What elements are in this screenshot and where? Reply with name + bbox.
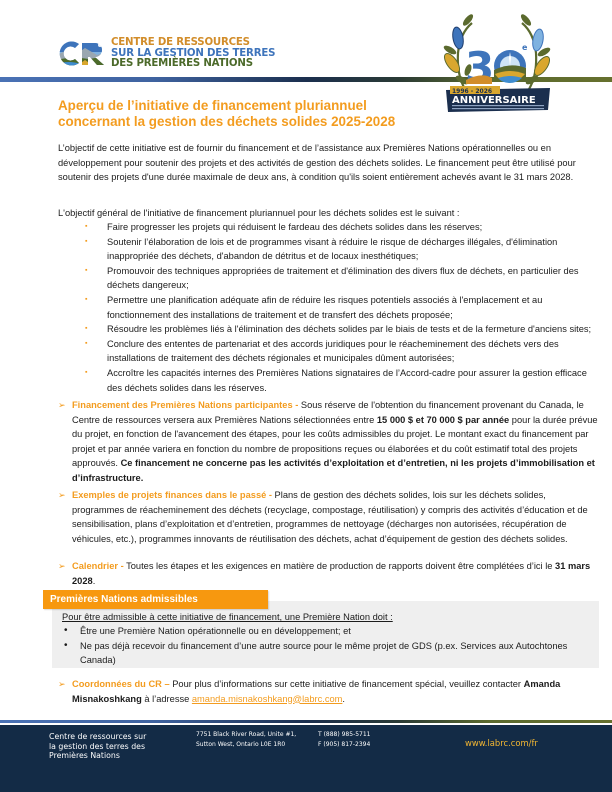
svg-text:e: e [522, 43, 528, 52]
goal-item: Permettre une planification adéquate afi… [79, 293, 599, 322]
examples-heading: Exemples de projets finances dans le pas… [72, 490, 272, 500]
svg-text:3: 3 [465, 43, 494, 92]
calendar-date: 31 mars 2028 [72, 561, 591, 586]
contact-section: ➢ Coordonnées du CR – Pour plus d’inform… [58, 677, 598, 706]
logo-line-2: SUR LA GESTION DES TERRES [111, 47, 276, 59]
funding-section: ➢ Financement des Premières Nations part… [58, 398, 598, 486]
svg-text:ANNIVERSAIRE: ANNIVERSAIRE [452, 95, 536, 106]
goal-item: Conclure des ententes de partenariat et … [79, 337, 599, 366]
funding-note: Ce financement ne concerne pas les activ… [72, 458, 595, 483]
goals-lead: L'objectif général de l'initiative de fi… [58, 208, 460, 218]
footer-divider [0, 720, 612, 723]
logo-line-3: DES PREMIÈRES NATIONS [111, 58, 253, 69]
contact-heading: Coordonnées du CR – [72, 679, 170, 689]
cr-logo-mark-icon [59, 41, 104, 66]
logo-line-1: CENTRE DE RESSOURCES [111, 37, 250, 48]
goals-list: Faire progresser les projets qui réduise… [79, 220, 599, 395]
eligibility-tab: Premières Nations admissibles [43, 590, 268, 609]
contact-text: Coordonnées du CR – Pour plus d’informat… [72, 679, 561, 704]
goal-item: Promouvoir des techniques appropriées de… [79, 264, 599, 293]
funding-amount: 15 000 $ et 70 000 $ par année [376, 414, 510, 425]
arrow-bullet-icon: ➢ [58, 561, 66, 571]
title-line-1: Aperçu de l’initiative de financement pl… [58, 98, 367, 113]
goal-item: Accroître les capacités internes des Pre… [79, 366, 599, 395]
eligibility-lead: Pour être admissible à cette initiative … [62, 612, 393, 622]
cr-logo: CENTRE DE RESSOURCES SUR LA GESTION DES … [55, 37, 276, 70]
eligibility-item: Ne pas déjà recevoir du financement d’un… [62, 639, 592, 668]
footer-phone: T (888) 985-5711 F (905) 817-2394 [318, 731, 371, 748]
page-title: Aperçu de l’initiative de financement pl… [58, 98, 438, 130]
eligibility-item: Être une Première Nation opérationnelle … [62, 624, 592, 639]
funding-heading: Financement des Premières Nations partic… [72, 400, 299, 410]
arrow-bullet-icon: ➢ [58, 490, 66, 500]
page-footer: Centre de ressources sur la gestion des … [0, 725, 612, 792]
arrow-bullet-icon: ➢ [58, 679, 66, 689]
logo-wordmark: CENTRE DE RESSOURCES SUR LA GESTION DES … [111, 37, 276, 70]
calendar-heading: Calendrier - [72, 561, 124, 571]
examples-text: Exemples de projets finances dans le pas… [72, 490, 588, 544]
svg-text:1996 - 2026: 1996 - 2026 [452, 88, 492, 95]
footer-org-name: Centre de ressources sur la gestion des … [49, 732, 147, 761]
page-header: CENTRE DE RESSOURCES SUR LA GESTION DES … [0, 0, 612, 112]
goal-item: Faire progresser les projets qui réduise… [79, 220, 599, 235]
header-divider [0, 77, 612, 82]
examples-section: ➢ Exemples de projets finances dans le p… [58, 488, 598, 546]
calendar-section: ➢ Calendrier - Toutes les étapes et les … [58, 559, 598, 588]
calendar-text: Calendrier - Toutes les étapes et les ex… [72, 561, 591, 586]
funding-text: Financement des Premières Nations partic… [72, 400, 598, 483]
intro-paragraph: L’objectif de cette initiative est de fo… [58, 143, 576, 183]
footer-address: 7751 Black River Road, Unite #1, Sutton … [196, 731, 297, 748]
contact-name: Amanda Misnakoshkang [72, 679, 561, 704]
footer-website-link[interactable]: www.labrc.com/fr [465, 738, 538, 748]
contact-email-link[interactable]: amanda.misnakoshkang@labrc.com [191, 693, 343, 704]
anniversary-badge-icon: 3 e 1996 - 2026 ANNIVERSAIRE [443, 14, 551, 112]
eligibility-list: Être une Première Nation opérationnelle … [62, 624, 592, 668]
title-line-2: concernant la gestion des déchets solide… [58, 114, 396, 129]
arrow-bullet-icon: ➢ [58, 400, 66, 410]
goal-item: Soutenir l’élaboration de lois et de pro… [79, 235, 599, 264]
goal-item: Résoudre les problèmes liés à l'éliminat… [79, 322, 599, 337]
